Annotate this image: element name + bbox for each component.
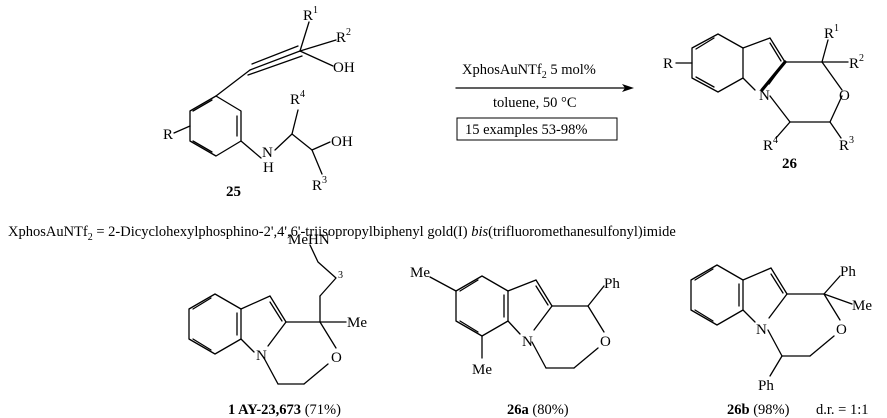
example1-sub3: 3 <box>338 270 343 281</box>
reactant-r3: R3 <box>312 175 327 194</box>
reactant-oh-top: OH <box>333 60 355 76</box>
reactant-r: R <box>163 127 173 143</box>
example2-caption: 26a (80%) <box>507 402 569 418</box>
example1-caption: 1 AY-23,673 (71%) <box>228 402 341 418</box>
example3-me: Me <box>852 298 872 314</box>
example3-o: O <box>836 322 847 338</box>
example-26a-labels: Me Me Ph N O <box>410 265 620 378</box>
reactant-25-labels: R R1 R2 OH N H R4 OH R3 25 <box>163 5 355 200</box>
example-26b-labels: Ph Me N O Ph <box>756 264 872 394</box>
example-26a-structure <box>429 275 605 369</box>
example2-ph: Ph <box>604 276 620 292</box>
reactant-r2: R2 <box>336 27 351 46</box>
product-r3: R3 <box>839 135 854 154</box>
example3-ph-top: Ph <box>840 264 856 280</box>
reactant-r4: R4 <box>290 89 305 108</box>
product-r4: R4 <box>763 135 778 154</box>
example2-n: N <box>522 334 533 350</box>
example1-o: O <box>331 350 342 366</box>
reaction-arrow <box>455 84 634 92</box>
product-label-26: 26 <box>782 156 798 172</box>
example3-n: N <box>756 322 767 338</box>
product-o: O <box>839 88 850 104</box>
example-26b-structure <box>690 264 853 377</box>
product-r: R <box>663 56 673 72</box>
product-26-labels: R N O R1 R2 R4 R3 26 <box>663 23 864 172</box>
example-ay-23673-structure <box>188 244 347 385</box>
example2-me-bottom: Me <box>472 362 492 378</box>
product-r2: R2 <box>849 53 864 72</box>
reactant-25-structure <box>173 21 337 175</box>
example1-n: N <box>256 348 267 364</box>
example1-meh: MeHN <box>288 232 330 248</box>
scope-box <box>456 117 618 141</box>
catalyst-text: XphosAuNTf2 5 mol% <box>462 62 596 81</box>
solvent-temp-text: toluene, 50 °C <box>493 95 577 111</box>
product-26-structure <box>675 33 849 139</box>
reactant-oh-right: OH <box>331 134 353 150</box>
catalyst-definition: XphosAuNTf2 = 2-Dicyclohexylphosphino-2'… <box>8 224 676 243</box>
example2-o: O <box>600 334 611 350</box>
product-r1: R1 <box>824 23 839 42</box>
reactant-nh-h: H <box>263 160 274 176</box>
example-ay-23673-labels: MeHN 3 Me N O <box>256 232 367 366</box>
reactant-r1: R1 <box>303 5 318 24</box>
example3-caption: 26b (98%) <box>727 402 790 418</box>
reactant-label-25: 25 <box>226 184 241 200</box>
scope-text: 15 examples 53-98% <box>465 122 587 138</box>
example3-ph-bottom: Ph <box>758 378 774 394</box>
example1-me: Me <box>347 315 367 331</box>
example3-dr: d.r. = 1:1 <box>816 402 869 418</box>
example2-me-top: Me <box>410 265 430 281</box>
product-n: N <box>759 88 770 104</box>
reactant-nh-n: N <box>262 145 273 161</box>
